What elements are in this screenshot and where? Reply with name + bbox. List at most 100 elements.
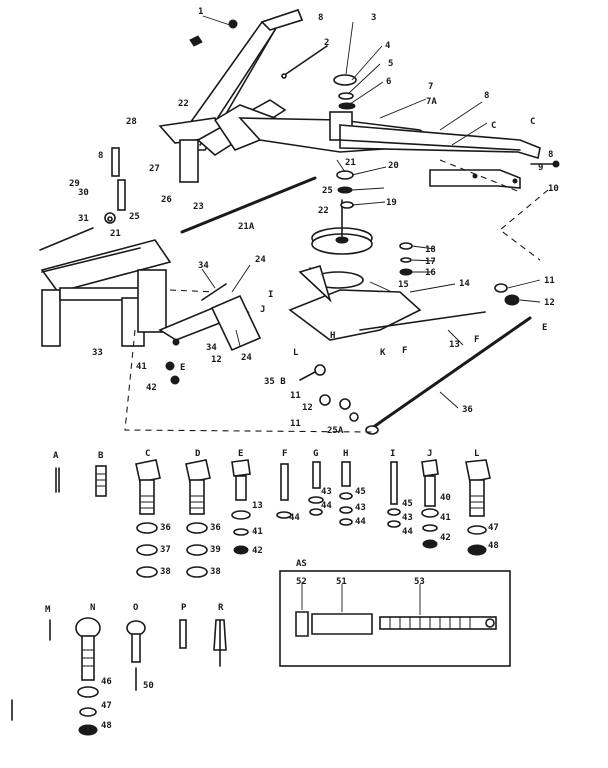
callout-e-top: E bbox=[180, 363, 185, 373]
callout-34: 34 bbox=[198, 261, 209, 271]
hardware-row1-numbers: 36 37 38 36 39 38 13 41 42 44 43 44 45 4… bbox=[160, 487, 499, 577]
callout-8d: 8 bbox=[98, 151, 103, 161]
callout-17: 17 bbox=[425, 257, 436, 267]
hw-num: 44 bbox=[321, 501, 332, 511]
callout-16: 16 bbox=[425, 268, 436, 278]
bar-c bbox=[339, 124, 541, 160]
callout-labels: 1 2 3 4 5 6 7 7A 8 8 8 8 C C 9 10 19 20 … bbox=[69, 7, 559, 436]
hw-letter-o: O bbox=[133, 603, 139, 613]
hw-num: 43 bbox=[402, 513, 413, 523]
callout-11b: 11 bbox=[290, 391, 301, 401]
leader-lines bbox=[201, 21, 541, 409]
callout-36: 36 bbox=[462, 405, 473, 415]
callout-18: 18 bbox=[425, 245, 436, 255]
callout-f2: F bbox=[474, 335, 479, 345]
callout-22: 22 bbox=[318, 206, 329, 216]
callout-k: K bbox=[380, 348, 386, 358]
hw-num: 47 bbox=[488, 523, 499, 533]
callout-27: 27 bbox=[149, 164, 160, 174]
callout-11c: 11 bbox=[290, 419, 301, 429]
callout-14: 14 bbox=[459, 279, 470, 289]
callout-25a: 25A bbox=[327, 426, 344, 436]
hw-num: 47 bbox=[101, 701, 112, 711]
hardware-row2-labels: M N O P R 46 47 48 50 bbox=[45, 603, 224, 731]
callout-41: 41 bbox=[136, 362, 147, 372]
hw-num: 13 bbox=[252, 501, 263, 511]
assembly-part-51: 51 bbox=[336, 577, 347, 587]
callout-12b: 12 bbox=[211, 355, 222, 365]
hw-letter-l: L bbox=[474, 449, 480, 459]
hw-letter-h: H bbox=[343, 449, 348, 459]
callout-2: 2 bbox=[324, 38, 329, 48]
callout-25b: 25 bbox=[322, 186, 333, 196]
hw-letter-n: N bbox=[90, 603, 95, 613]
callout-7a: 7A bbox=[426, 97, 437, 107]
callout-21b: 21 bbox=[110, 229, 121, 239]
callout-11: 11 bbox=[544, 276, 555, 286]
callout-22b: 22 bbox=[178, 99, 189, 109]
callout-29: 29 bbox=[69, 179, 80, 189]
assembly-box bbox=[279, 570, 511, 667]
hw-letter-r: R bbox=[218, 603, 224, 613]
hw-num: 37 bbox=[160, 545, 171, 555]
assembly-part-52: 52 bbox=[296, 577, 307, 587]
callout-f1: F bbox=[402, 346, 407, 356]
hw-letter-e: E bbox=[238, 449, 243, 459]
callout-12c: 12 bbox=[302, 403, 313, 413]
hw-num: 50 bbox=[143, 681, 154, 691]
hw-num: 46 bbox=[101, 677, 112, 687]
hardware-row-2 bbox=[49, 617, 227, 736]
hw-letter-m: M bbox=[45, 605, 51, 615]
hw-letter-a: A bbox=[53, 451, 59, 461]
linkage-34 bbox=[158, 283, 262, 385]
hw-num: 48 bbox=[101, 721, 112, 731]
callout-31: 31 bbox=[78, 214, 89, 224]
callout-23: 23 bbox=[193, 202, 204, 212]
bracket-27-29 bbox=[158, 99, 287, 183]
hardware-row1-letters: A B C D E F G H I J L bbox=[53, 449, 480, 461]
callout-20: 20 bbox=[388, 161, 399, 171]
hw-letter-b: B bbox=[98, 451, 104, 461]
hw-num: 42 bbox=[252, 546, 263, 556]
callout-10: 10 bbox=[548, 184, 559, 194]
callout-1: 1 bbox=[198, 7, 203, 17]
callout-c-top2: C bbox=[530, 117, 535, 127]
callout-34b: 34 bbox=[206, 343, 217, 353]
callout-15: 15 bbox=[398, 280, 409, 290]
lift-lever bbox=[176, 9, 304, 151]
callout-19: 19 bbox=[386, 198, 397, 208]
callout-13: 13 bbox=[449, 340, 460, 350]
callout-3: 3 bbox=[371, 13, 376, 23]
callout-6: 6 bbox=[386, 77, 391, 87]
hw-num: 38 bbox=[160, 567, 171, 577]
assembly-title: AS bbox=[296, 559, 307, 569]
hw-letter-i: I bbox=[390, 449, 395, 459]
hw-letter-j: J bbox=[427, 449, 432, 459]
callout-33: 33 bbox=[92, 348, 103, 358]
hw-num: 38 bbox=[210, 567, 221, 577]
callout-4: 4 bbox=[385, 41, 391, 51]
hw-letter-c: C bbox=[145, 449, 150, 459]
bracket-10 bbox=[429, 169, 521, 189]
callout-i: I bbox=[268, 290, 273, 300]
callout-21: 21 bbox=[345, 158, 356, 168]
idler-plate bbox=[288, 265, 422, 341]
callout-35b: 35 B bbox=[264, 377, 286, 387]
hw-num: 43 bbox=[355, 503, 366, 513]
callout-26: 26 bbox=[161, 195, 172, 205]
callout-h: H bbox=[330, 331, 335, 341]
callout-9: 9 bbox=[538, 163, 543, 173]
hw-letter-g: G bbox=[313, 449, 318, 459]
callout-42: 42 bbox=[146, 383, 157, 393]
callout-8: 8 bbox=[484, 91, 489, 101]
callout-21a-label: 21A bbox=[238, 222, 255, 232]
callout-24: 24 bbox=[255, 255, 266, 265]
callout-24b: 24 bbox=[241, 353, 252, 363]
callout-5: 5 bbox=[388, 59, 393, 69]
base-channel bbox=[40, 239, 172, 347]
callout-7: 7 bbox=[428, 82, 433, 92]
hw-num: 36 bbox=[160, 523, 171, 533]
hardware-row-1 bbox=[55, 459, 491, 578]
hw-letter-p: P bbox=[181, 603, 187, 613]
